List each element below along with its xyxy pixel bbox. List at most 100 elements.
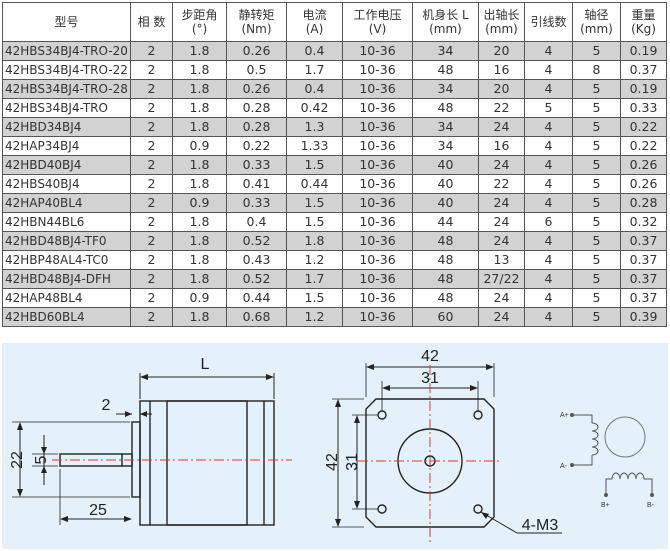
column-header-unit: (Kg) [631, 22, 656, 36]
table-cell: 1.8 [172, 60, 227, 80]
table-cell: 1.5 [286, 155, 343, 175]
front-view [332, 363, 562, 534]
table-cell: 4 [524, 307, 573, 327]
coil-a [591, 422, 599, 456]
table-cell: 0.41 [226, 174, 287, 194]
motor-body-outline [139, 400, 275, 526]
table-cell: 5 [572, 117, 621, 137]
table-cell: 10-36 [342, 60, 413, 80]
table-cell: 0.4 [286, 79, 343, 99]
column-header-unit: (A) [305, 22, 324, 36]
table-cell: 0.19 [620, 79, 667, 99]
column-header-label: 工作电压 [353, 8, 402, 22]
table-cell: 10-36 [342, 288, 413, 308]
table-cell: 2 [130, 307, 173, 327]
column-header-label: 轴径 [584, 8, 609, 22]
table-cell: 0.52 [226, 231, 287, 251]
table-cell: 0.52 [226, 269, 287, 289]
model-cell: 42HBS40BJ4 [2, 174, 131, 194]
table-cell: 1.8 [286, 231, 343, 251]
column-header: 静转矩(Nm) [226, 2, 287, 42]
table-cell: 0.43 [226, 250, 287, 270]
table-cell: 5 [572, 250, 621, 270]
table-cell: 48 [412, 250, 479, 270]
table-cell: 1.8 [172, 174, 227, 194]
dim-height-label: 22 [9, 451, 26, 469]
table-cell: 0.28 [226, 117, 287, 137]
model-cell: 42HAP48BL4 [2, 288, 131, 308]
table-cell: 20 [478, 41, 525, 61]
table-cell: 2 [130, 212, 173, 232]
table-cell: 1.8 [172, 155, 227, 175]
table-cell: 10-36 [342, 174, 413, 194]
table-cell: 34 [412, 136, 479, 156]
table-cell: 4 [524, 231, 573, 251]
table-cell: 1.8 [172, 212, 227, 232]
table-cell: 2 [130, 269, 173, 289]
table-cell: 24 [478, 155, 525, 175]
table-cell: 0.33 [226, 193, 287, 213]
spec-table: 型号相 数步距角(°)静转矩(Nm)电流(A)工作电压(V)机身长 L(mm)出… [2, 2, 667, 327]
model-cell: 42HBS34BJ4-TRO [2, 98, 131, 118]
dim-front-height-label: 42 [324, 453, 341, 471]
table-cell: 16 [478, 60, 525, 80]
column-header: 机身长 L(mm) [412, 2, 479, 42]
column-header-label: 电流 [302, 8, 327, 22]
column-header-label: 出轴长 [483, 8, 520, 22]
model-cell: 42HBS34BJ4-TRO-22 [2, 60, 131, 80]
table-cell: 2 [130, 41, 173, 61]
mount-hole-tr [473, 410, 483, 420]
table-cell: 2 [130, 98, 173, 118]
column-header-label: 静转矩 [238, 8, 275, 22]
side-view [12, 373, 275, 526]
table-cell: 2 [130, 174, 173, 194]
dim-shaft-length-label: 25 [89, 502, 107, 519]
table-cell: 0.44 [226, 288, 287, 308]
table-cell: 60 [412, 307, 479, 327]
table-cell: 8 [572, 60, 621, 80]
table-cell: 5 [572, 212, 621, 232]
mount-hole-tl [377, 410, 387, 420]
column-header: 电流(A) [286, 2, 343, 42]
table-cell: 4 [524, 136, 573, 156]
table-cell: 40 [412, 174, 479, 194]
table-cell: 10-36 [342, 117, 413, 137]
table-cell: 0.42 [286, 98, 343, 118]
table-cell: 5 [572, 231, 621, 251]
b-minus-terminal [650, 493, 654, 497]
table-cell: 5 [572, 41, 621, 61]
table-cell: 0.26 [620, 174, 667, 194]
table-cell: 5 [572, 174, 621, 194]
table-cell: 48 [412, 98, 479, 118]
model-cell: 42HBS34BJ4-TRO-28 [2, 79, 131, 99]
table-cell: 0.26 [620, 155, 667, 175]
table-cell: 4 [524, 269, 573, 289]
column-header-unit: (°) [191, 22, 208, 36]
table-cell: 1.5 [286, 193, 343, 213]
table-cell: 24 [478, 288, 525, 308]
table-cell: 16 [478, 136, 525, 156]
table-cell: 48 [412, 288, 479, 308]
dim-hole-spacing-h-label: 31 [421, 370, 439, 387]
table-cell: 10-36 [342, 98, 413, 118]
table-cell: 4 [524, 174, 573, 194]
model-cell: 42HBD40BJ4 [2, 155, 131, 175]
table-cell: 24 [478, 117, 525, 137]
column-header-label: 机身长 L [422, 8, 469, 22]
column-header: 出轴长(mm) [478, 2, 525, 42]
table-cell: 2 [130, 79, 173, 99]
mount-hole-bl [377, 504, 387, 514]
column-header-unit: (V) [368, 22, 387, 36]
dim-step-label: 2 [102, 397, 111, 414]
column-header: 工作电压(V) [342, 2, 413, 42]
